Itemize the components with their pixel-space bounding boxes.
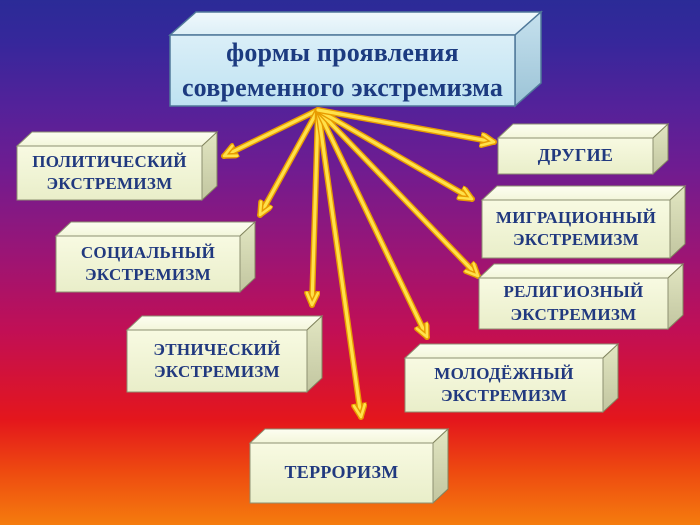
- node-religious-box: [477, 262, 685, 331]
- title-box: [168, 10, 543, 108]
- arrow-title-to-ethnic: [312, 107, 321, 308]
- node-youth-box: [403, 342, 620, 414]
- arrow-title-to-political: [221, 107, 321, 159]
- arrow-title-to-migration: [315, 107, 475, 202]
- node-others-box: [496, 122, 670, 176]
- node-terrorism-box: [248, 427, 450, 505]
- node-migration-box: [480, 184, 687, 260]
- arrow-title-to-social: [257, 107, 321, 218]
- node-ethnic-box: [125, 314, 324, 394]
- arrow-title-to-terrorism: [315, 107, 361, 420]
- node-social-box: [54, 220, 257, 294]
- arrow-title-to-others: [315, 107, 497, 142]
- node-political-box: [15, 130, 219, 202]
- arrow-title-to-religious: [315, 107, 481, 279]
- arrow-title-to-youth: [315, 107, 430, 340]
